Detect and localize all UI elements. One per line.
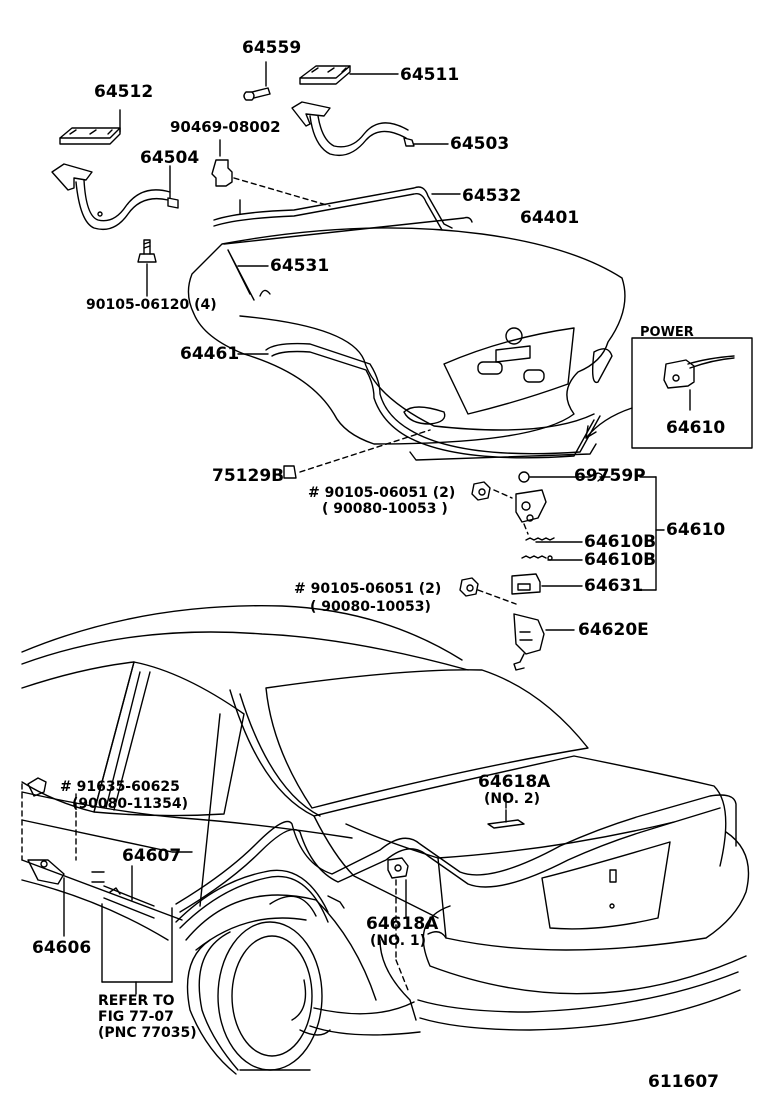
hinge-arm-64504-drawing [51, 163, 179, 231]
trunk-lid-64401-drawing [187, 227, 626, 445]
clip-90469-drawing [211, 139, 233, 187]
label-64559: 64559 [242, 38, 302, 58]
label-64610b-1: 64610B [584, 532, 657, 552]
hinge-arm-64503-drawing [291, 101, 449, 157]
lock-64620e-drawing [513, 613, 545, 671]
label-64503: 64503 [450, 134, 510, 154]
label-64610: 64610 [666, 520, 726, 540]
label-90469-08002: 90469-08002 [170, 118, 281, 136]
label-69759p: 69759P [574, 466, 646, 486]
hinge-bracket-64512-drawing [59, 109, 121, 145]
torsion-bar-64532-drawing [213, 186, 461, 231]
label-64607: 64607 [122, 846, 182, 866]
label-64631: 64631 [584, 576, 644, 596]
bolt-64559-drawing [243, 61, 271, 101]
arrow-to-power-box [585, 407, 633, 439]
label-64610-power: 64610 [666, 418, 726, 438]
label-75129b: 75129B [212, 466, 285, 486]
label-64461: 64461 [180, 344, 240, 364]
weatherstrip-64461-drawing [237, 342, 601, 461]
leader-lines-car-solid [63, 795, 507, 995]
leader-lines-car [21, 783, 409, 991]
label-64610b-2: 64610B [584, 550, 657, 570]
label-90105-06051-a: # 90105-06051 (2) [308, 485, 456, 501]
bolt-90105-06120-drawing [137, 239, 157, 297]
label-64512: 64512 [94, 82, 154, 102]
label-64618a-no2-sub: (NO. 2) [484, 791, 541, 807]
label-64618a-no2: 64618A [478, 772, 551, 792]
figure-number: 611607 [648, 1072, 719, 1092]
refer-to-line3: (PNC 77035) [98, 1025, 197, 1041]
label-64620e: 64620E [578, 620, 649, 640]
refer-to-line1: REFER TO [98, 993, 175, 1009]
leader-lines-mid [299, 429, 529, 605]
group-bracket-64610 [535, 476, 665, 631]
label-64504: 64504 [140, 148, 200, 168]
label-90080-11354: (90080-11354) [72, 796, 189, 812]
inner-frame-64531-drawing [223, 216, 473, 301]
label-64618a-no1: 64618A [366, 914, 439, 934]
label-64606: 64606 [32, 938, 92, 958]
label-91635-60625: # 91635-60625 [60, 779, 180, 795]
power-box [631, 337, 753, 449]
nut-90105-06051-b-drawing [459, 577, 479, 597]
label-90105-06051-b: # 90105-06051 (2) [294, 581, 442, 597]
label-90080-10053-a: ( 90080-10053 ) [322, 501, 448, 517]
car-body-drawing [21, 605, 750, 1075]
label-64401: 64401 [520, 208, 580, 228]
refer-to-line2: FIG 77-07 [98, 1009, 174, 1025]
label-64531: 64531 [270, 256, 330, 276]
label-64511: 64511 [400, 65, 460, 85]
label-90080-10053-b: ( 90080-10053) [310, 599, 431, 615]
label-64532: 64532 [462, 186, 522, 206]
label-90105-06120: 90105-06120 (4) [86, 297, 217, 313]
lock-69759p-drawing [515, 471, 603, 523]
label-64618a-no1-sub: (NO. 1) [370, 933, 427, 949]
nut-90105-06051-a-drawing [471, 481, 491, 501]
hinge-bracket-64511-drawing [299, 65, 399, 85]
power-box-title: POWER [640, 325, 694, 340]
clip-75129b-drawing [283, 465, 297, 479]
striker-64631-drawing [511, 573, 541, 595]
leader-lines-top [233, 177, 331, 207]
